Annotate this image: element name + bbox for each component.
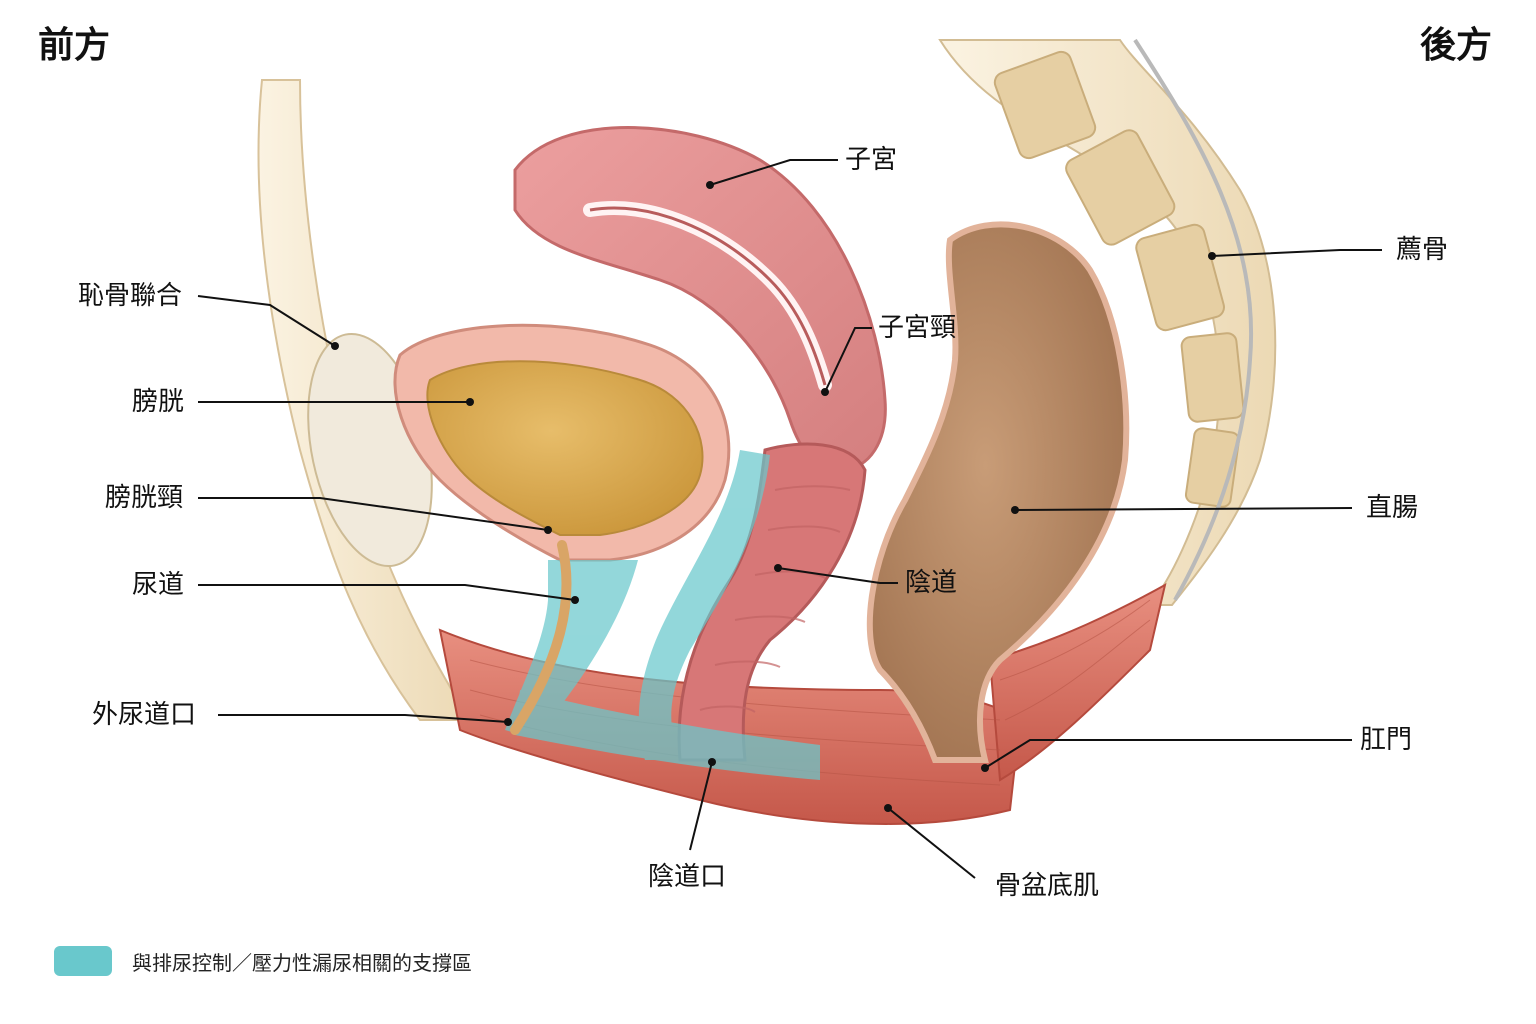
label-uterus: 子宮 — [845, 145, 898, 175]
urethra-shape — [510, 540, 572, 735]
label-external-urethral-orifice: 外尿道口 — [92, 700, 197, 730]
legend: 與排尿控制／壓力性漏尿相關的支撐區 — [54, 946, 472, 976]
label-vagina: 陰道 — [905, 568, 958, 598]
legend-text: 與排尿控制／壓力性漏尿相關的支撐區 — [132, 950, 472, 975]
label-anus: 肛門 — [1360, 725, 1413, 755]
leader-uterus — [709, 159, 838, 186]
legend-swatch — [54, 946, 112, 976]
bladder-shape — [393, 323, 731, 562]
leader-anus — [984, 739, 1352, 769]
leader-cervix — [824, 327, 872, 393]
leader-dots — [331, 181, 1216, 812]
leader-lines — [197, 159, 1382, 879]
leader-pubic-symphysis — [197, 295, 336, 347]
leader-vaginal-opening — [689, 761, 713, 851]
leader-pelvic-floor-muscles — [887, 807, 976, 879]
sacrum-shape — [938, 38, 1277, 606]
label-pelvic-floor-muscles: 骨盆底肌 — [995, 871, 1100, 901]
label-rectum: 直腸 — [1366, 493, 1419, 523]
anterior-label: 前方 — [38, 25, 111, 66]
leader-vagina — [777, 567, 898, 584]
label-sacrum: 薦骨 — [1396, 235, 1449, 265]
leader-external-urethral-orifice — [218, 714, 509, 723]
label-bladder: 膀胱 — [132, 387, 185, 417]
label-pubic-symphysis: 恥骨聯合 — [78, 281, 183, 311]
leader-rectum — [1014, 507, 1353, 511]
label-urethra: 尿道 — [132, 570, 185, 600]
leader-sacrum — [1211, 249, 1382, 257]
label-bladder-neck: 膀胱頸 — [105, 483, 184, 513]
leader-urethra — [198, 584, 576, 601]
rectum-shape — [866, 221, 1130, 763]
label-vaginal-opening: 陰道口 — [648, 862, 727, 892]
posterior-label: 後方 — [1420, 25, 1493, 66]
label-cervix: 子宮頸 — [878, 313, 957, 343]
leader-bladder-neck — [198, 497, 549, 531]
